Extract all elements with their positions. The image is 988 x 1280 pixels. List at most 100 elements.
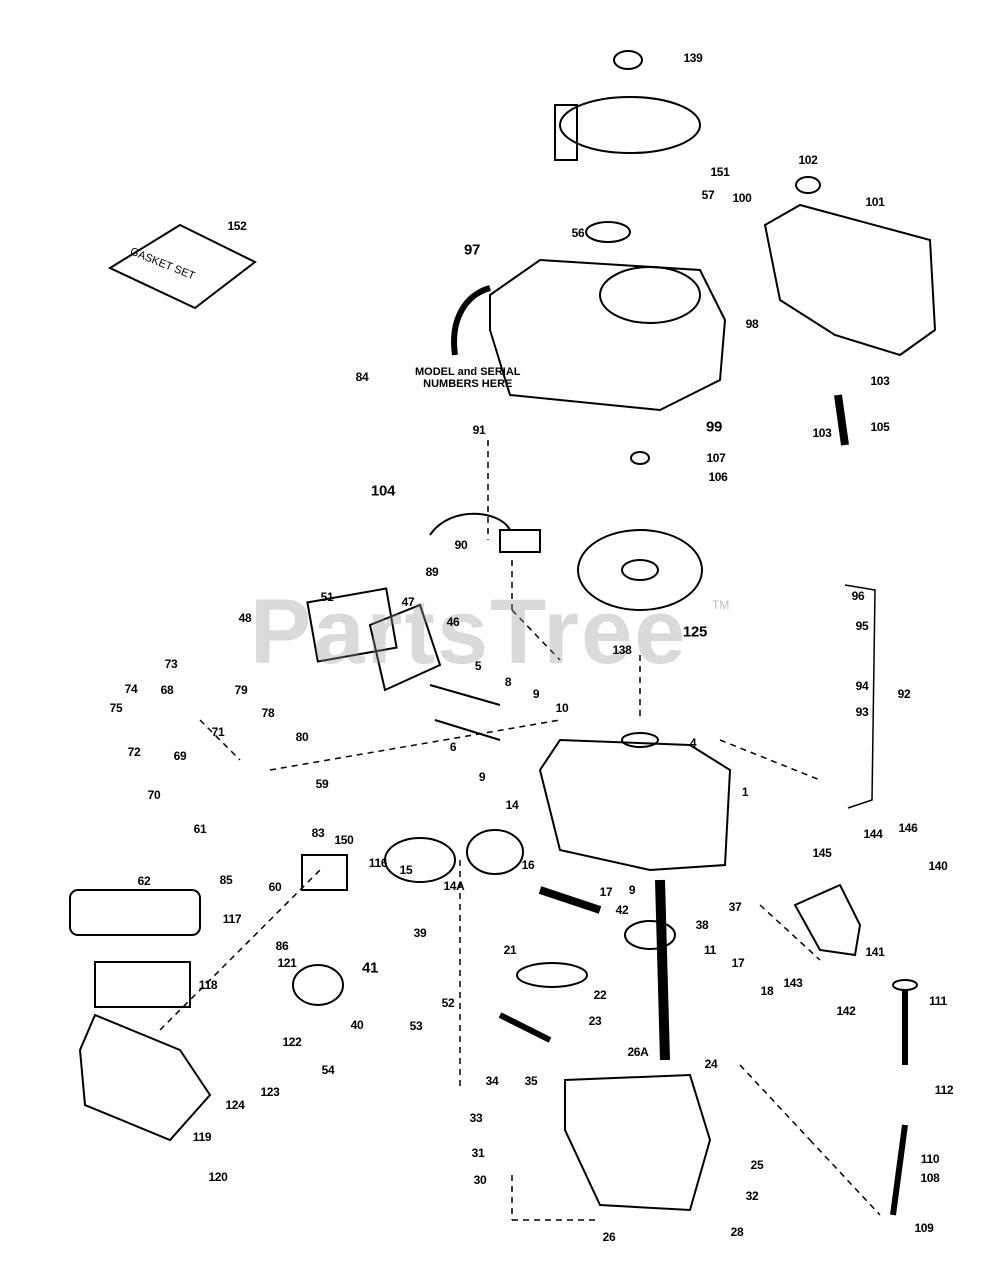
part-label: 61 bbox=[193, 822, 207, 836]
part-label: 124 bbox=[225, 1098, 245, 1112]
part-label: 5 bbox=[474, 659, 482, 673]
part-label: 40 bbox=[350, 1018, 364, 1032]
part-label: 75 bbox=[109, 701, 123, 715]
valve-5 bbox=[429, 684, 501, 706]
crankcase-cover bbox=[564, 1073, 712, 1212]
part-label: 139 bbox=[683, 51, 703, 65]
dipstick-tube bbox=[890, 1124, 908, 1216]
part-label: 39 bbox=[413, 926, 427, 940]
part-label: 53 bbox=[409, 1019, 423, 1033]
starter-cap bbox=[613, 50, 643, 70]
part-label: 85 bbox=[219, 873, 233, 887]
part-label: 10 bbox=[555, 701, 569, 715]
part-label: 89 bbox=[425, 565, 439, 579]
part-label: 143 bbox=[783, 976, 803, 990]
piston bbox=[466, 829, 524, 875]
part-56 bbox=[585, 221, 631, 243]
part-label: 100 bbox=[732, 191, 752, 205]
gasket-set bbox=[107, 223, 257, 310]
part-label: 70 bbox=[147, 788, 161, 802]
part-label: 22 bbox=[593, 988, 607, 1002]
ignition-module bbox=[499, 529, 541, 553]
part-label: 16 bbox=[521, 858, 535, 872]
part-label: 41 bbox=[361, 959, 379, 977]
part-label: 123 bbox=[260, 1085, 280, 1099]
part-label: 99 bbox=[705, 418, 723, 436]
air-cleaner-base bbox=[78, 1013, 212, 1142]
part-label: 117 bbox=[222, 912, 242, 926]
part-label: 146 bbox=[898, 821, 918, 835]
part-label: 68 bbox=[160, 683, 174, 697]
part-label: 21 bbox=[503, 943, 517, 957]
part-label: 8 bbox=[504, 675, 512, 689]
part-label: 62 bbox=[137, 874, 151, 888]
piston-rings bbox=[384, 837, 456, 883]
part-label: 73 bbox=[164, 657, 178, 671]
part-label: 93 bbox=[855, 705, 869, 719]
part-label: 141 bbox=[865, 945, 885, 959]
valve-6 bbox=[434, 719, 501, 741]
part-label: 138 bbox=[612, 643, 632, 657]
part-label: 24 bbox=[704, 1057, 718, 1071]
part-label: 116 bbox=[368, 856, 388, 870]
part-label: 6 bbox=[449, 740, 457, 754]
fuel-cap bbox=[795, 176, 821, 194]
part-label: 15 bbox=[399, 863, 413, 877]
part-label: 69 bbox=[173, 749, 187, 763]
part-label: 9 bbox=[478, 770, 486, 784]
recoil-starter bbox=[559, 96, 701, 154]
cylinder-head bbox=[306, 587, 398, 663]
part-label: 119 bbox=[192, 1130, 212, 1144]
part-label: 94 bbox=[855, 679, 869, 693]
arrow-icon bbox=[451, 285, 491, 356]
part-label: 118 bbox=[198, 978, 218, 992]
dashed-guides bbox=[159, 440, 881, 1221]
part-label: 23 bbox=[588, 1014, 602, 1028]
air-cleaner-cover bbox=[69, 889, 201, 936]
part-label: 72 bbox=[127, 745, 141, 759]
dipstick-cap bbox=[892, 979, 918, 991]
part-label: 54 bbox=[321, 1063, 335, 1077]
flywheel-nut bbox=[630, 451, 650, 465]
part-label: 97 bbox=[463, 241, 481, 259]
crankshaft bbox=[655, 879, 670, 1061]
connecting-rod bbox=[538, 886, 602, 914]
part-label: 57 bbox=[701, 188, 715, 202]
part-label: 84 bbox=[355, 370, 369, 384]
flywheel-hub bbox=[621, 559, 659, 581]
part-label: 31 bbox=[471, 1146, 485, 1160]
part-label: 104 bbox=[370, 482, 396, 500]
part-label: 46 bbox=[446, 615, 460, 629]
note-line-1: MODEL and SERIAL bbox=[415, 366, 521, 378]
part-label: 28 bbox=[730, 1225, 744, 1239]
part-label: 96 bbox=[851, 589, 865, 603]
part-label: 109 bbox=[914, 1221, 934, 1235]
part-label: 106 bbox=[708, 470, 728, 484]
part-label: 83 bbox=[311, 826, 325, 840]
part-label: 112 bbox=[934, 1083, 954, 1097]
part-label: 151 bbox=[710, 165, 730, 179]
carburetor bbox=[301, 854, 348, 891]
part-label: 47 bbox=[401, 595, 415, 609]
part-label: 14 bbox=[505, 798, 519, 812]
part-label: 26 bbox=[602, 1230, 616, 1244]
part-label: 140 bbox=[928, 859, 948, 873]
bracket-92 bbox=[844, 584, 876, 809]
part-label: 71 bbox=[211, 725, 225, 739]
ignition-wire bbox=[429, 512, 511, 536]
part-label: 51 bbox=[320, 590, 334, 604]
part-label: 103 bbox=[870, 374, 890, 388]
fuel-line bbox=[834, 394, 849, 446]
part-label: 79 bbox=[234, 683, 248, 697]
part-label: 25 bbox=[750, 1158, 764, 1172]
governor-bracket bbox=[793, 883, 862, 957]
starter-handle bbox=[554, 104, 578, 161]
part-label: 90 bbox=[454, 538, 468, 552]
part-label: 9 bbox=[532, 687, 540, 701]
part-label: 32 bbox=[745, 1189, 759, 1203]
crank-counterweight bbox=[624, 920, 676, 950]
part-label: 37 bbox=[728, 900, 742, 914]
part-label: 142 bbox=[836, 1004, 856, 1018]
